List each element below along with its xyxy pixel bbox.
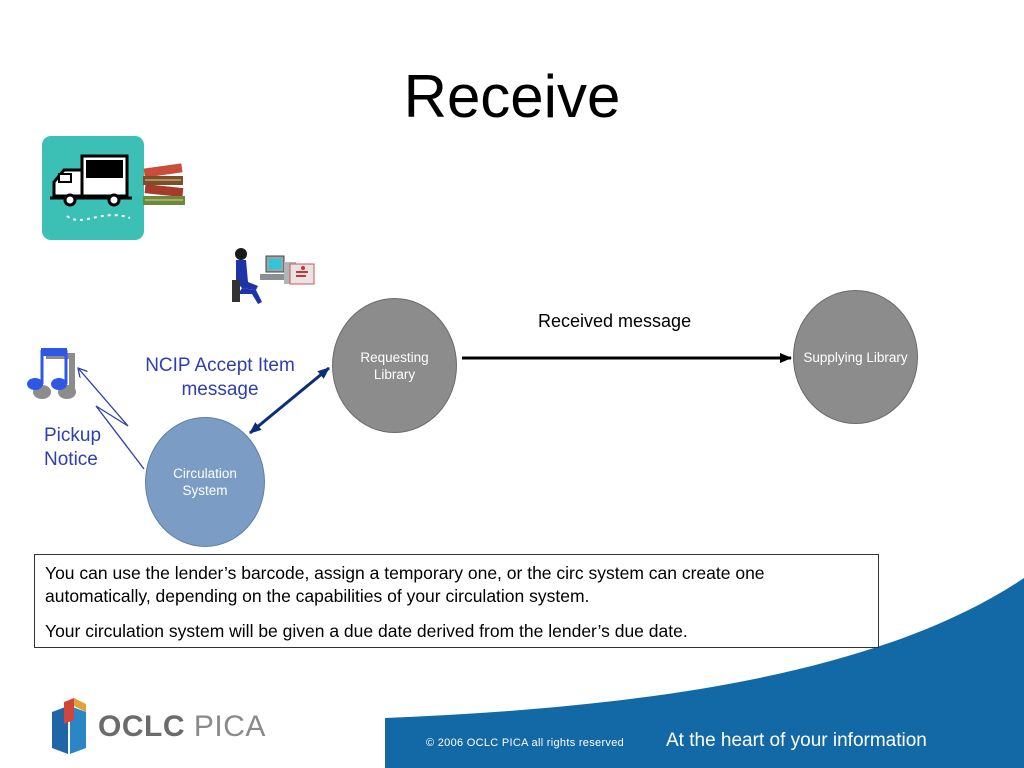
pickup-notice-arrow — [78, 368, 145, 470]
logo-part-pica: PICA — [193, 710, 266, 743]
circulation-system-label: Circulation System — [173, 466, 237, 498]
oclc-pica-logo-icon — [50, 696, 92, 756]
pickup-notice-label: Pickup Notice — [44, 424, 101, 472]
note-paragraph: You can use the lender’s barcode, assign… — [45, 563, 765, 606]
requesting-library-label: Requesting Library — [360, 349, 429, 382]
supplying-library-label: Supplying Library — [803, 349, 908, 365]
ncip-accept-label-line1: NCIP Accept Item — [145, 355, 295, 376]
oclc-pica-logo-text: OCLC PICA — [98, 710, 266, 744]
pickup-notice-label-line1: Pickup — [44, 425, 102, 446]
delivery-truck-icon — [42, 136, 187, 242]
music-notes-icon — [24, 346, 80, 402]
supplying-library-node: Supplying Library — [793, 290, 918, 424]
received-message-label: Received message — [538, 311, 692, 331]
slide-title: Receive — [403, 63, 621, 130]
ncip-accept-label-line2: message — [181, 379, 259, 400]
logo-part-oclc: OCLC — [98, 710, 185, 743]
pickup-notice-label-line2: Notice — [44, 449, 98, 470]
notes-box: You can use the lender’s barcode, assign… — [34, 554, 879, 648]
note-paragraph: Your circulation system will be given a … — [45, 621, 688, 641]
librarian-computer-icon — [228, 246, 320, 306]
requesting-library-node: Requesting Library — [332, 298, 457, 433]
ncip-accept-label: NCIP Accept Item message — [138, 354, 302, 402]
circulation-system-node: Circulation System — [145, 417, 265, 547]
ncip-accept-arrow — [249, 366, 330, 435]
footer-copyright: © 2006 OCLC PICA all rights reserved — [426, 737, 625, 749]
footer-tagline: At the heart of your information — [666, 730, 927, 751]
